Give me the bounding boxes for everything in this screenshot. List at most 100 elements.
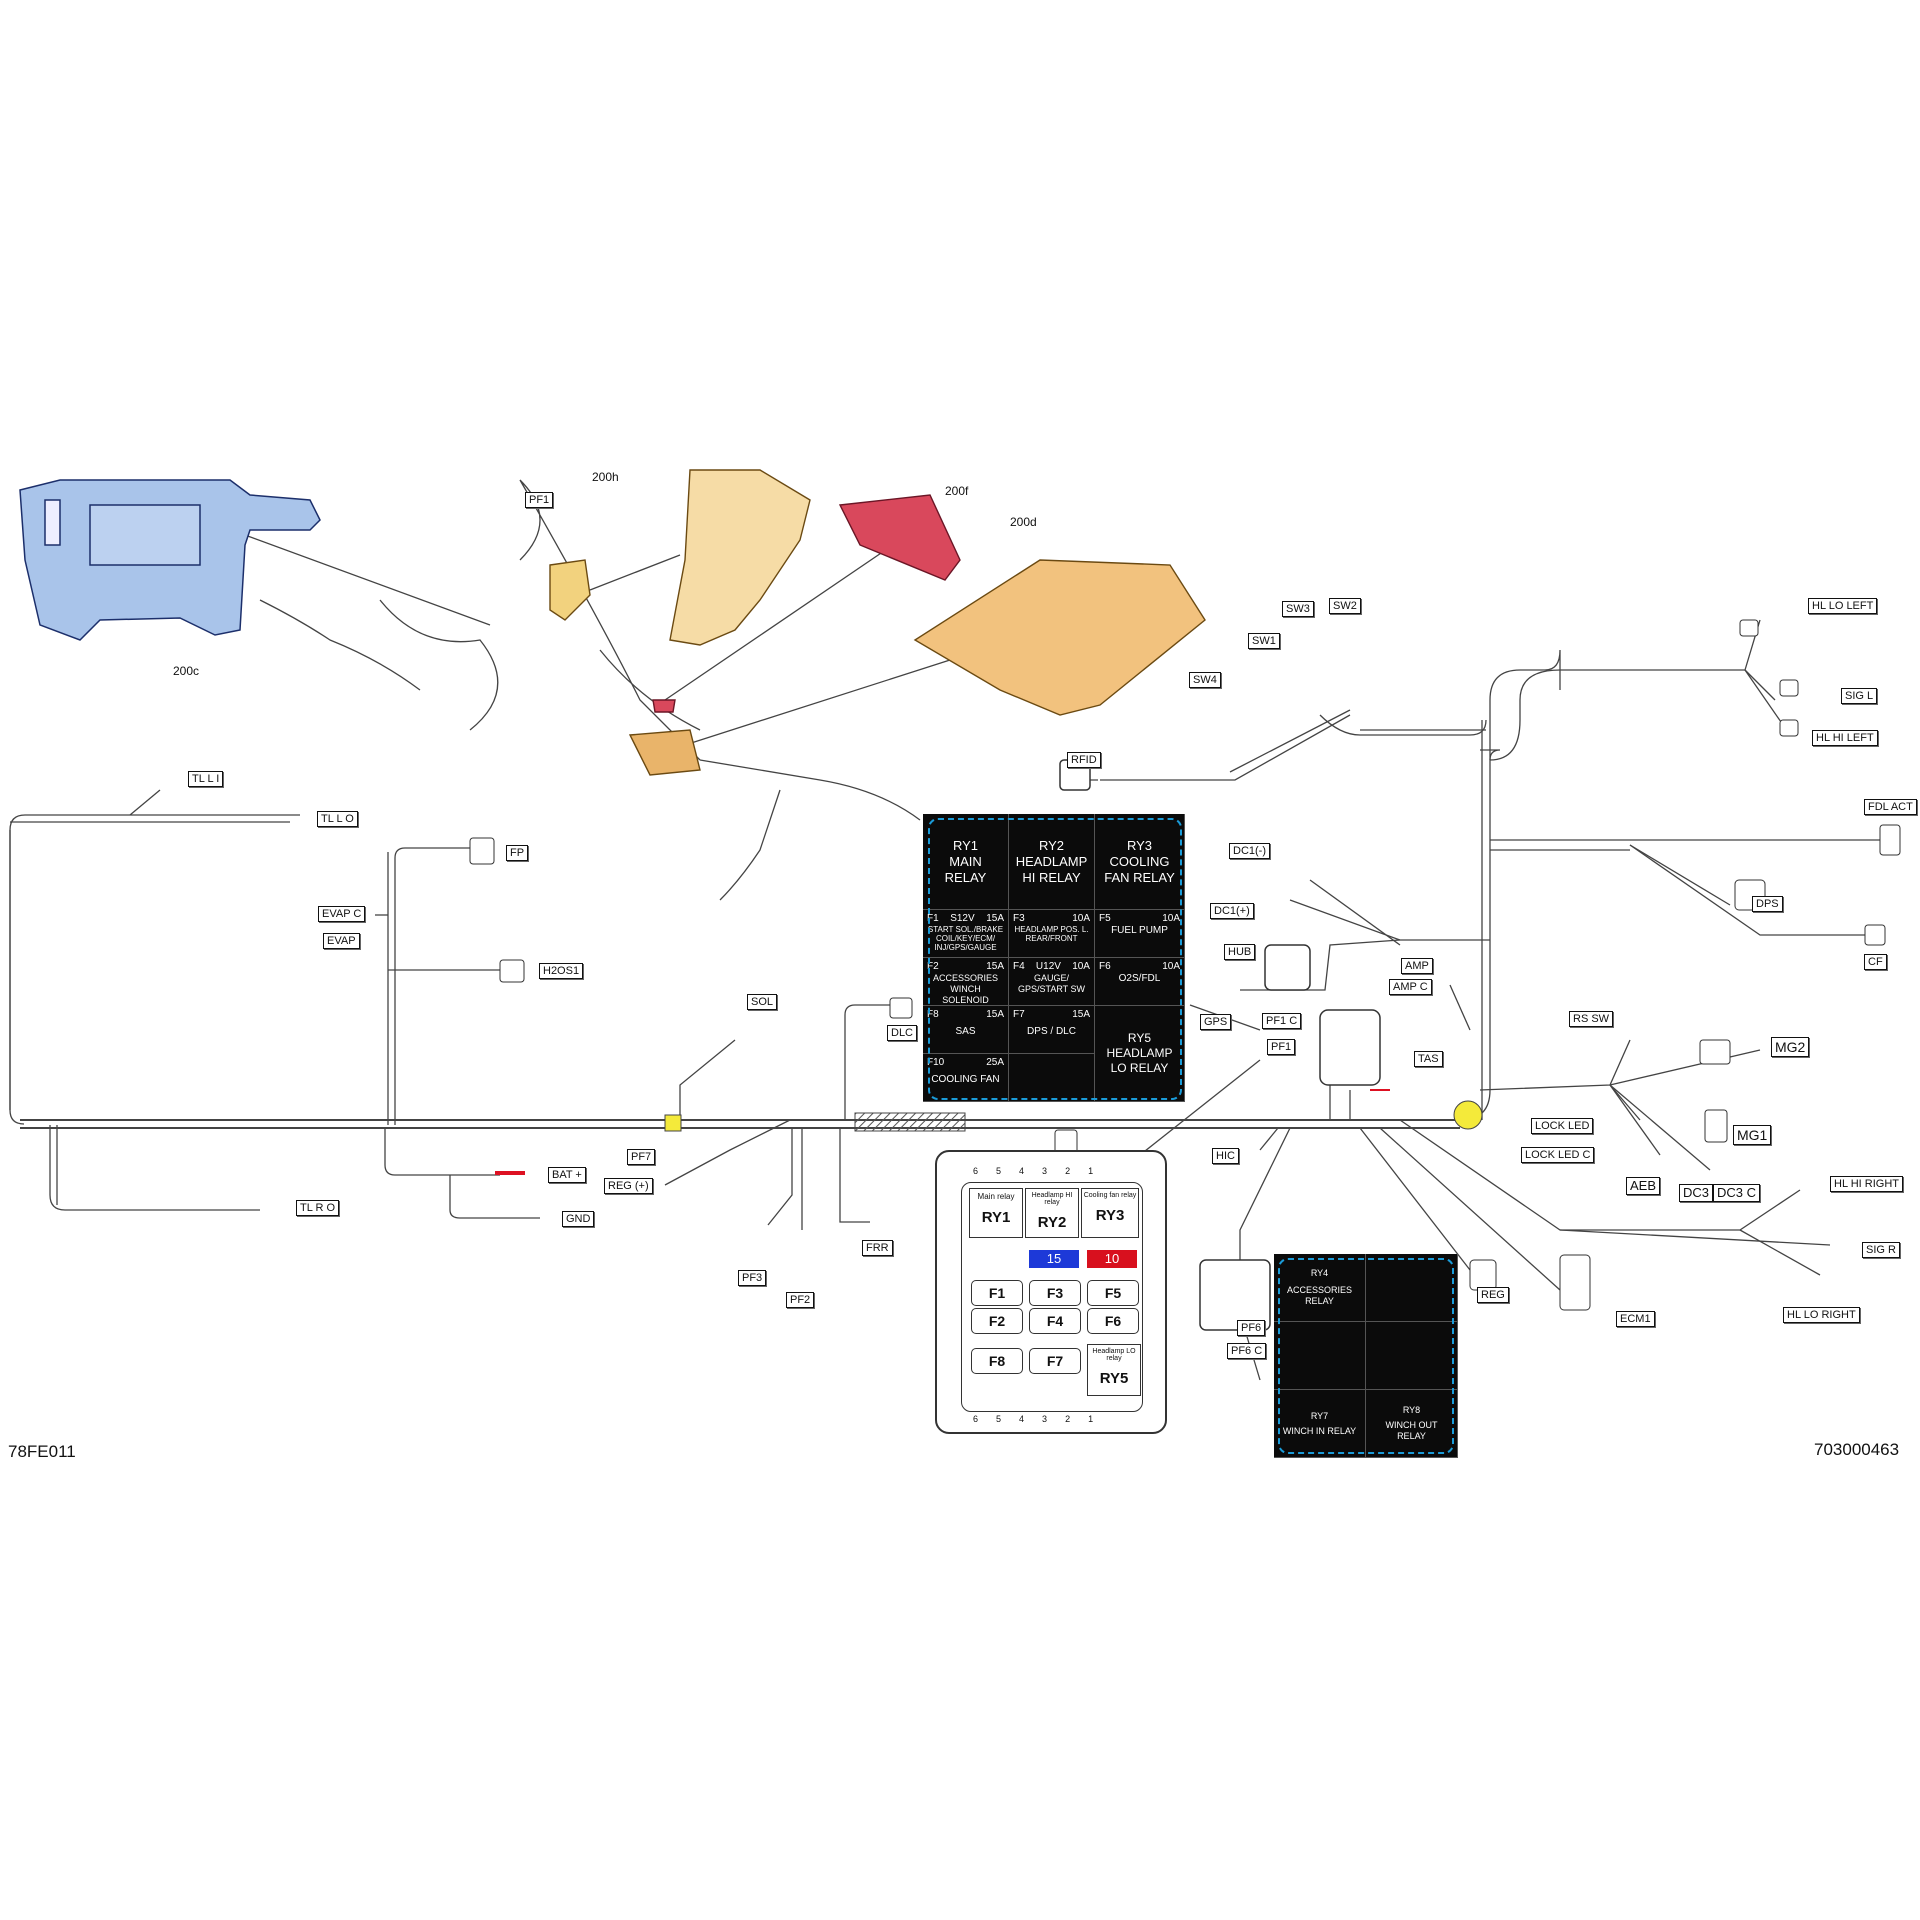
tag-dlc: DLC: [887, 1025, 918, 1041]
tag-sw3: SW3: [1282, 601, 1314, 617]
tag-rs-sw: RS SW: [1569, 1011, 1614, 1027]
fusebox-f2: F2: [971, 1308, 1023, 1334]
pin-bottom-6: 6: [973, 1414, 979, 1424]
fusebox-ry3-id: RY3: [1095, 1207, 1125, 1224]
fusebox-ry2-title: Headlamp HI relay: [1031, 1192, 1073, 1206]
legend-ry5: RY5 HEADLAMP LO RELAY: [1095, 1006, 1185, 1102]
legend-f2-desc: ACCESSORIES WINCH SOLENOID: [932, 973, 999, 1005]
tag-hl-lo-right: HL LO RIGHT: [1783, 1307, 1860, 1323]
tag-tas: TAS: [1414, 1051, 1443, 1067]
drawing-id-right: 703000463: [1814, 1440, 1900, 1459]
legend-ry1-name: MAIN RELAY: [944, 853, 987, 885]
pin-bottom-2: 2: [1065, 1414, 1071, 1424]
tag-hub: HUB: [1224, 944, 1256, 960]
tag-pf6: PF6: [1237, 1320, 1266, 1336]
part-label-200c: 200c: [173, 664, 200, 678]
legend-ry5-name: HEADLAMP LO RELAY: [1106, 1046, 1173, 1075]
fusebox-ry5-id: RY5: [1099, 1370, 1129, 1387]
tag-mg1: MG1: [1733, 1125, 1772, 1145]
fuse-box-inner: [961, 1182, 1143, 1412]
drawing-id-left: 78FE011: [8, 1442, 76, 1461]
fusebox-f4: F4: [1029, 1308, 1081, 1334]
part-200h: [549, 469, 811, 646]
tag-sig-r: SIG R: [1862, 1242, 1900, 1258]
tag-amp: AMP: [1401, 958, 1433, 974]
tag-rfid: RFID: [1067, 752, 1101, 768]
tag-dc3-c: DC3 C: [1713, 1184, 1761, 1202]
tag-gps: GPS: [1200, 1014, 1232, 1030]
legend-ry8-name: WINCH OUT RELAY: [1385, 1420, 1438, 1441]
tag-sol: SOL: [747, 994, 778, 1010]
legend-f4-amp: 10A: [1072, 961, 1090, 972]
pin-top-2: 2: [1065, 1166, 1071, 1176]
legend-f3-desc: HEADLAMP POS. L. REAR/FRONT: [1014, 925, 1089, 943]
pin-top-1: 1: [1088, 1166, 1094, 1176]
legend-f6-amp: 10A: [1162, 961, 1180, 972]
tag-sig-l: SIG L: [1841, 688, 1878, 704]
tag-frr: FRR: [862, 1240, 893, 1256]
part-label-200f: 200f: [945, 484, 969, 498]
tag-lock-led-c: LOCK LED C: [1521, 1147, 1595, 1163]
pin-bottom-4: 4: [1019, 1414, 1025, 1424]
part-label-200h: 200h: [592, 470, 619, 484]
tag-dps: DPS: [1752, 896, 1783, 912]
tag-hl-hi-right: HL HI RIGHT: [1830, 1176, 1903, 1192]
tag-pf6-c: PF6 C: [1227, 1343, 1267, 1359]
tag-sw2: SW2: [1329, 598, 1361, 614]
legend-f3-amp: 10A: [1072, 913, 1090, 924]
part-200c: [19, 479, 321, 641]
tag-reg: REG: [1477, 1287, 1509, 1303]
legend-f4-mid: U12V: [1035, 961, 1061, 972]
legend-acc-empty-3: [1366, 1322, 1458, 1390]
legend-f1-mid: S12V: [950, 913, 975, 924]
tag-gnd: GND: [562, 1211, 595, 1227]
legend-ry4-id: RY4: [1310, 1268, 1329, 1278]
legend-ry1-id: RY1: [952, 837, 979, 853]
fusebox-f6: F6: [1087, 1308, 1139, 1334]
legend-f1-amp: 15A: [986, 913, 1004, 924]
legend-f6-id: F6: [1099, 961, 1111, 972]
legend-f10-amp: 25A: [986, 1057, 1004, 1068]
tag-sw1: SW1: [1248, 633, 1280, 649]
fusebox-ry2-id: RY2: [1037, 1214, 1067, 1231]
fusebox-f8: F8: [971, 1348, 1023, 1374]
legend-f8-amp: 15A: [986, 1009, 1004, 1020]
legend-ry4: RY4 ACCESSORIES RELAY: [1274, 1254, 1366, 1322]
tag-mg2: MG2: [1771, 1037, 1810, 1057]
legend-f5-desc: FUEL PUMP: [1111, 925, 1168, 936]
tag-evap: EVAP: [323, 933, 360, 949]
tag-bat: BAT +: [548, 1167, 586, 1183]
tag-fdl-act: FDL ACT: [1864, 799, 1917, 815]
pin-bottom-3: 3: [1042, 1414, 1048, 1424]
tag-tll-i: TL L I: [188, 771, 224, 787]
legend-ry7: RY7 WINCH IN RELAY: [1274, 1390, 1366, 1458]
legend-ry2-name: HEADLAMP HI RELAY: [1015, 853, 1088, 885]
legend-acc-empty-2: [1274, 1322, 1366, 1390]
pin-top-3: 3: [1042, 1166, 1048, 1176]
legend-f7-desc: DPS / DLC: [1027, 1026, 1076, 1037]
tag-pf1-c: PF1 C: [1262, 1013, 1302, 1029]
pin-bottom-5: 5: [996, 1414, 1002, 1424]
tag-cf: CF: [1864, 954, 1887, 970]
legend-f8-id: F8: [927, 1009, 939, 1020]
fuse-box: 6 5 4 3 2 1 Main relay RY1 Headlamp HI r…: [935, 1150, 1167, 1434]
legend-ry4-name: ACCESSORIES RELAY: [1286, 1285, 1353, 1306]
legend-ry2-id: RY2: [1038, 837, 1065, 853]
part-label-200d: 200d: [1010, 515, 1037, 529]
legend-f10-id: F10: [927, 1057, 945, 1068]
legend-f2-amp: 15A: [986, 961, 1004, 972]
legend-f1-id: F1: [927, 913, 939, 924]
legend-ry3: RY3 COOLING FAN RELAY: [1095, 814, 1185, 910]
fuse-box-pins-top: 6 5 4 3 2 1: [973, 1166, 1093, 1176]
fusebox-ry1: Main relay RY1: [969, 1188, 1023, 1238]
legend-ry7-name: WINCH IN RELAY: [1282, 1425, 1357, 1436]
part-200f: [652, 494, 961, 713]
accessory-relay-legend: RY4 ACCESSORIES RELAY RY7 WINCH IN RELAY…: [1274, 1254, 1458, 1458]
tag-sw4: SW4: [1189, 672, 1221, 688]
fusebox-f7: F7: [1029, 1348, 1081, 1374]
tag-dc3: DC3: [1679, 1184, 1714, 1202]
